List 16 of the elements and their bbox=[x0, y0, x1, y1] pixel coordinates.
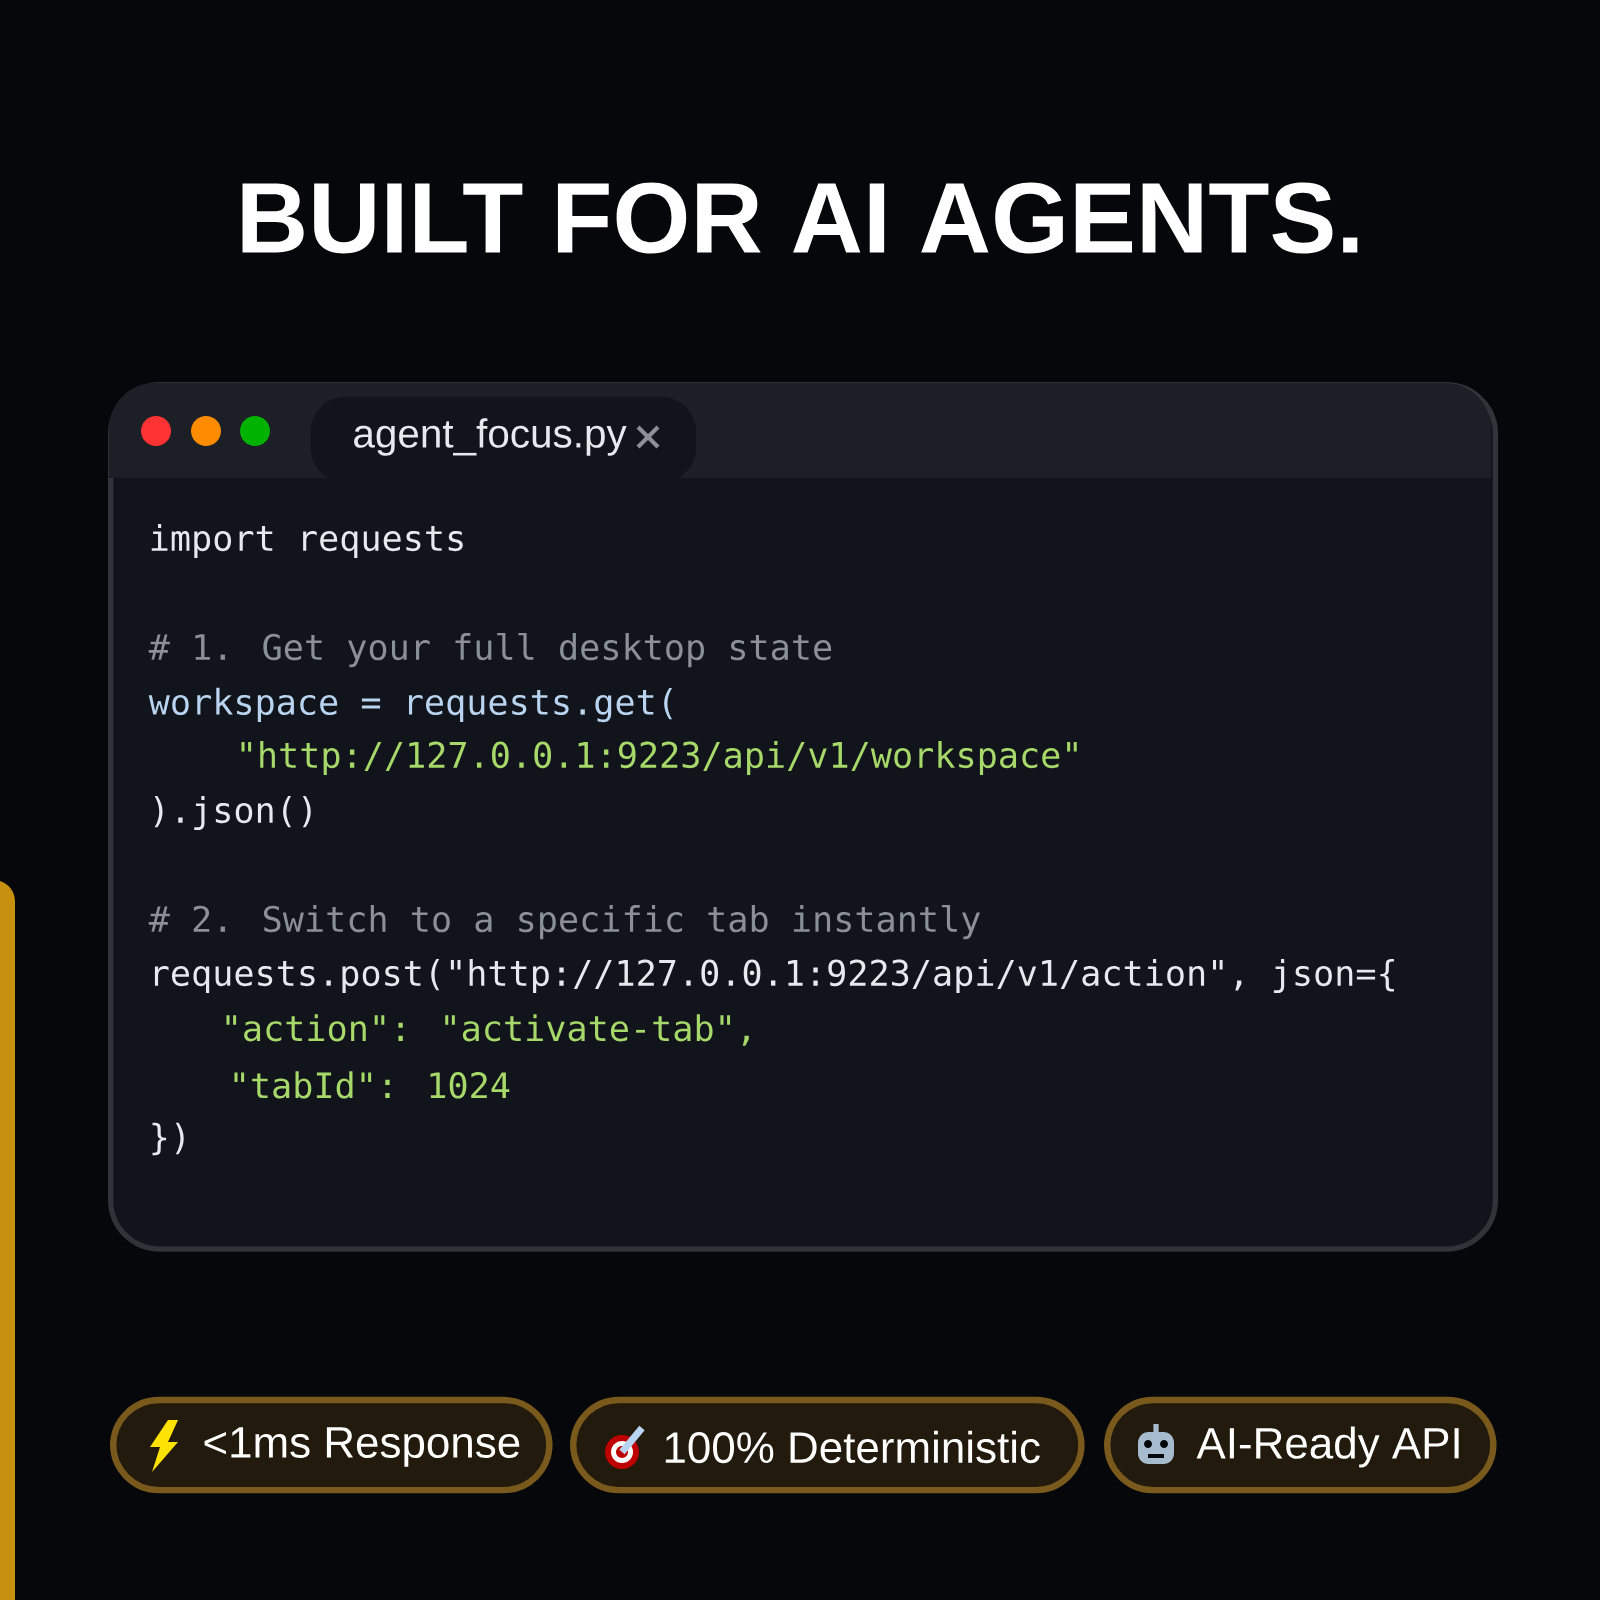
code-line: import requests bbox=[151, 523, 463, 559]
code-line: "action": "activate-tab", bbox=[226, 1014, 749, 1046]
feature-badge: 100% Deterministic bbox=[570, 1396, 1085, 1494]
code-line: "tabId": 1024 bbox=[234, 1071, 510, 1099]
code-line: "http://127.0.0.1:9223/api/v1/workspace" bbox=[241, 740, 1077, 776]
feature-badge: <1ms Response bbox=[110, 1396, 553, 1494]
code-line: # 1. Get your full desktop state bbox=[148, 632, 832, 668]
title: BUILT FOR AI AGENTS. bbox=[242, 182, 1358, 254]
code-line: }) bbox=[152, 1122, 184, 1156]
node-label: agent_focus.py bbox=[354, 418, 627, 456]
code-line: ).json() bbox=[154, 795, 311, 831]
code-line: workspace = requests.get( bbox=[148, 687, 672, 723]
code-line: requests.post("http://127.0.0.1:9223/api/v1/action", json={ bbox=[154, 958, 1394, 994]
file-tab: agent_focus.py bbox=[310, 396, 696, 483]
code-line: # 2. Switch to a specific tab instantly bbox=[148, 904, 981, 940]
feature-badge: AI-Ready API bbox=[1104, 1396, 1497, 1494]
